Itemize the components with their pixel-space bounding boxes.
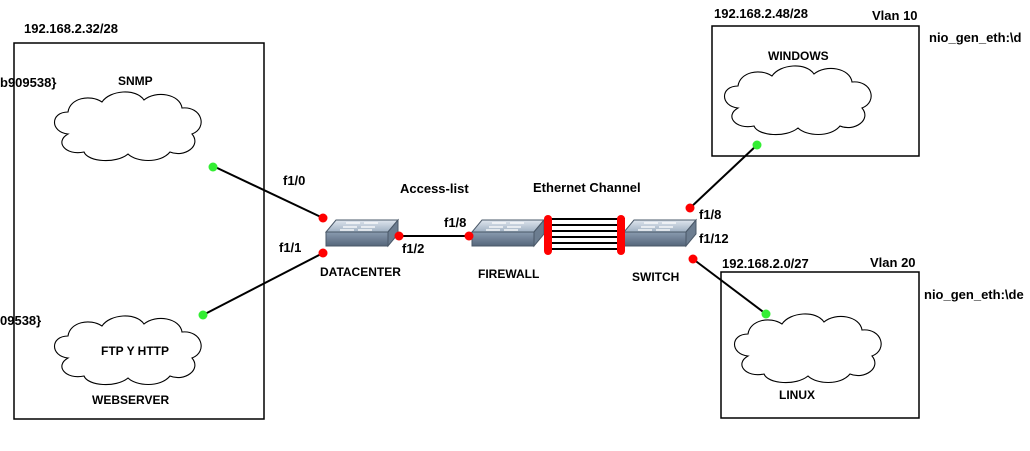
link-switch-linux[interactable] — [692, 258, 767, 315]
top-right-network-box — [711, 25, 920, 157]
port-label-sw-f1-8: f1/8 — [699, 207, 721, 222]
status-dot-linux — [761, 309, 771, 319]
link-ftp-datacenter[interactable] — [202, 252, 324, 316]
status-dot-snmp — [208, 162, 218, 172]
cloud-ftp[interactable] — [53, 315, 202, 386]
link-snmp-datacenter[interactable] — [212, 165, 324, 219]
vlan-label-top: Vlan 10 — [872, 8, 918, 23]
switch-icon-switch[interactable] — [623, 219, 697, 247]
status-dot-sw-f1-8 — [685, 203, 695, 213]
ethernet-channel-bundle[interactable] — [545, 218, 625, 250]
left-network-box — [13, 42, 265, 420]
node-label-ftp: FTP Y HTTP — [101, 344, 169, 358]
port-label-dc-f1-2: f1/2 — [402, 241, 424, 256]
port-label-sw-f1-12: f1/12 — [699, 231, 729, 246]
network-label-bottom-right: 192.168.2.0/27 — [722, 256, 809, 271]
status-dot-sw-f1-12 — [688, 254, 698, 264]
node-label-windows: WINDOWS — [768, 49, 829, 63]
node-label-switch: SWITCH — [632, 270, 679, 284]
channel-status-markers — [544, 215, 625, 255]
nio-label-bottom: nio_gen_eth:\de — [924, 287, 1024, 302]
status-dot-dc-f1-0 — [318, 213, 328, 223]
access-list-label: Access-list — [400, 181, 469, 196]
link-switch-windows[interactable] — [689, 144, 758, 209]
switch-icon-datacenter[interactable] — [325, 219, 399, 247]
status-dot-dc-f1-1 — [318, 248, 328, 258]
node-label-snmp: SNMP — [118, 74, 153, 88]
cut-label-bottom-left: 09538} — [0, 313, 41, 328]
switch-icon-firewall[interactable] — [471, 219, 545, 247]
port-label-dc-f1-1: f1/1 — [279, 240, 301, 255]
port-label-fw-f1-8: f1/8 — [444, 215, 466, 230]
port-label-dc-f1-0: f1/0 — [283, 173, 305, 188]
vlan-label-bottom: Vlan 20 — [870, 255, 916, 270]
status-dot-dc-f1-2 — [394, 231, 404, 241]
network-label-top-right: 192.168.2.48/28 — [714, 6, 808, 21]
cloud-linux[interactable] — [733, 313, 882, 384]
network-label-left: 192.168.2.32/28 — [24, 21, 118, 36]
node-label-webserver: WEBSERVER — [92, 393, 169, 407]
node-label-datacenter: DATACENTER — [320, 265, 401, 279]
node-label-linux: LINUX — [779, 388, 815, 402]
node-label-firewall: FIREWALL — [478, 267, 539, 281]
cloud-snmp[interactable] — [53, 91, 202, 162]
status-dot-windows — [752, 140, 762, 150]
nio-label-top: nio_gen_eth:\d — [929, 30, 1022, 45]
status-dot-ftp — [198, 310, 208, 320]
cut-label-top-left: b909538} — [0, 75, 56, 90]
bottom-right-network-box — [720, 271, 920, 419]
status-dot-fw-f1-8 — [464, 231, 474, 241]
ethernet-channel-label: Ethernet Channel — [533, 180, 641, 195]
cloud-windows[interactable] — [723, 65, 872, 136]
